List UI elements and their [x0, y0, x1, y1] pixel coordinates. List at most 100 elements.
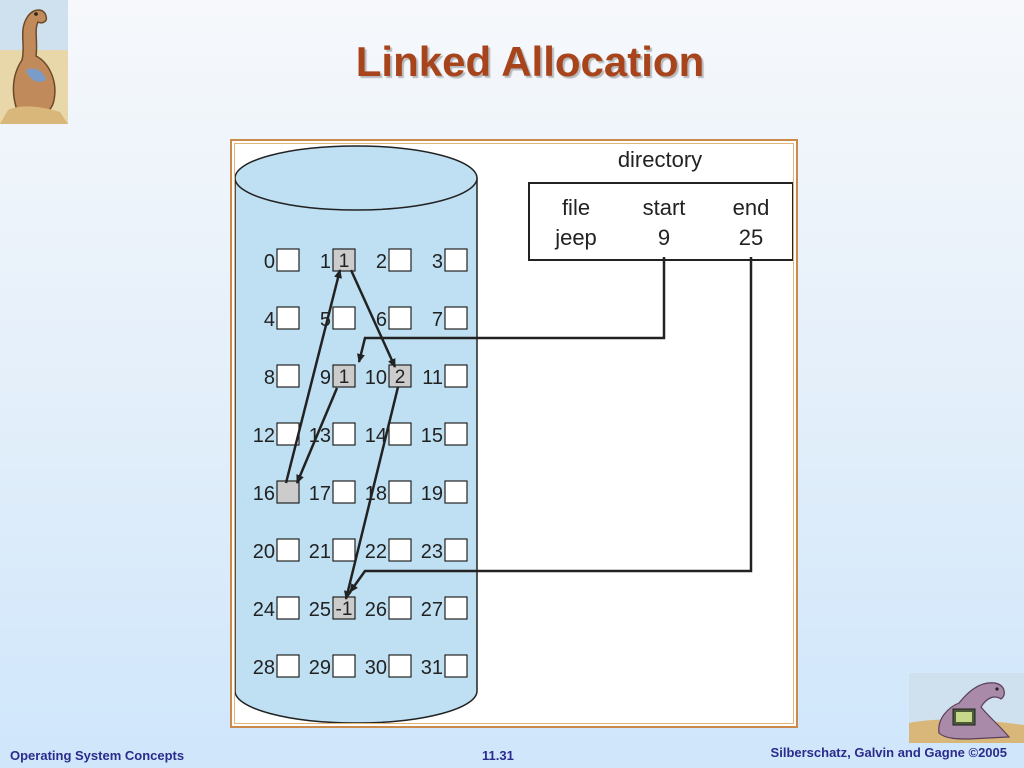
- free-block-box: [388, 248, 412, 272]
- directory-row-jeep: jeep 9 25: [554, 225, 763, 250]
- block-number-label: 2: [376, 251, 387, 273]
- free-block-box: [332, 306, 356, 330]
- disk-block: 28: [253, 654, 300, 679]
- footer-copyright: Silberschatz, Galvin and Gagne ©2005: [770, 745, 1007, 760]
- free-block-box: [332, 480, 356, 504]
- block-number-label: 8: [264, 367, 275, 389]
- disk-block: 14: [365, 422, 412, 447]
- free-block-box: [332, 654, 356, 678]
- disk-block: 25-1: [309, 596, 356, 621]
- disk-block: 22: [365, 538, 412, 563]
- directory-table: [528, 182, 794, 261]
- block-number-label: 18: [365, 483, 387, 505]
- block-number-label: 9: [320, 367, 331, 389]
- block-number-label: 16: [253, 483, 275, 505]
- chain-arrow-9-to-16: [295, 387, 339, 484]
- block-chain-arrows: [284, 269, 400, 600]
- block-number-label: 12: [253, 425, 275, 447]
- disk-block: 21: [309, 538, 356, 563]
- free-block-box: [444, 480, 468, 504]
- disk-block: 7: [432, 306, 468, 331]
- disk-block: 19: [421, 480, 468, 505]
- disk-block: 29: [309, 654, 356, 679]
- disk-block: 17: [309, 480, 356, 505]
- free-block-box: [388, 422, 412, 446]
- free-block-box: [332, 538, 356, 562]
- block-number-label: 4: [264, 309, 275, 331]
- disk-block: 23: [421, 538, 468, 563]
- next-pointer-value: 2: [395, 367, 406, 388]
- disk-block: 24: [253, 596, 300, 621]
- free-block-box: [444, 422, 468, 446]
- block-number-label: 20: [253, 541, 275, 563]
- free-block-box: [276, 596, 300, 620]
- block-number-label: 19: [421, 483, 443, 505]
- next-pointer-value: 1: [339, 251, 350, 272]
- block-number-label: 30: [365, 657, 387, 679]
- free-block-box: [276, 306, 300, 330]
- directory-cell-end: 25: [739, 225, 763, 250]
- allocated-block-box: [332, 248, 356, 272]
- free-block-box: [388, 538, 412, 562]
- disk-block: 15: [421, 422, 468, 447]
- block-number-label: 10: [365, 367, 387, 389]
- block-number-label: 25: [309, 599, 331, 621]
- chain-arrow-10-to-25: [344, 386, 400, 600]
- disk-block: 31: [421, 654, 468, 679]
- block-number-label: 0: [264, 251, 275, 273]
- footer-slide-number: 11.31: [482, 748, 514, 763]
- disk-block: 3: [432, 248, 468, 273]
- end-pointer-arrow: [348, 257, 753, 593]
- disk-block: 4: [264, 306, 300, 331]
- disk-block: 6: [376, 306, 412, 331]
- disk-block: 30: [365, 654, 412, 679]
- free-block-box: [388, 596, 412, 620]
- free-block-box: [276, 654, 300, 678]
- footer-course-title: Operating System Concepts: [10, 748, 185, 763]
- free-block-box: [444, 538, 468, 562]
- next-pointer-value: -1: [336, 599, 353, 620]
- free-block-box: [276, 248, 300, 272]
- block-number-label: 21: [309, 541, 331, 563]
- slide-title: Linked Allocation: [355, 38, 705, 85]
- disk-block: 0: [264, 248, 300, 273]
- free-block-box: [444, 654, 468, 678]
- allocated-block-box: [332, 364, 356, 388]
- free-block-box: [444, 248, 468, 272]
- block-number-label: 6: [376, 309, 387, 331]
- directory-header-file: file: [562, 195, 590, 220]
- block-number-label: 29: [309, 657, 331, 679]
- dinosaur-logo-bottom: [909, 673, 1024, 743]
- disk-block: 12: [253, 422, 300, 447]
- disk-block: 20: [253, 538, 300, 563]
- block-number-label: 5: [320, 309, 331, 331]
- free-block-box: [388, 654, 412, 678]
- block-number-label: 27: [421, 599, 443, 621]
- block-number-label: 28: [253, 657, 275, 679]
- block-number-label: 15: [421, 425, 443, 447]
- disk-block: 2: [376, 248, 412, 273]
- start-pointer-arrow: [357, 257, 666, 363]
- chain-arrow-1-to-10: [349, 269, 397, 368]
- free-block-box: [444, 596, 468, 620]
- free-block-box: [388, 306, 412, 330]
- next-pointer-value: 1: [339, 367, 350, 388]
- block-number-label: 22: [365, 541, 387, 563]
- directory-cell-file: jeep: [554, 225, 597, 250]
- disk-block: 10 2: [365, 364, 412, 389]
- block-number-label: 31: [421, 657, 443, 679]
- disk-block: 27: [421, 596, 468, 621]
- directory-label: directory: [618, 147, 702, 172]
- free-block-box: [388, 480, 412, 504]
- chain-arrow-16-to-1: [284, 269, 342, 484]
- free-block-box: [276, 364, 300, 388]
- directory-header-start: start: [643, 195, 686, 220]
- disk-block: 8: [264, 364, 300, 389]
- block-number-label: 23: [421, 541, 443, 563]
- block-number-label: 14: [365, 425, 387, 447]
